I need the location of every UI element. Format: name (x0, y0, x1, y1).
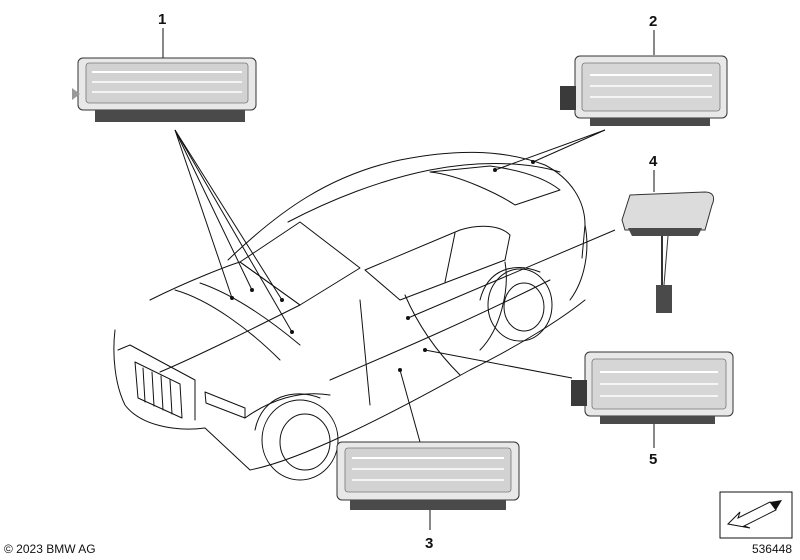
car-outline (113, 151, 588, 481)
diagram-reference-number: 536448 (751, 542, 792, 556)
view-orientation-arrow-icon (719, 491, 793, 539)
callout-2: 2 (649, 13, 657, 30)
rectangular-door-light-icon (336, 441, 520, 510)
callout-1: 1 (158, 11, 166, 28)
callout-5: 5 (649, 451, 657, 468)
reference-dots (230, 160, 535, 372)
rectangular-light-with-connector-icon (571, 351, 734, 424)
copyright-notice: © 2023 BMW AG (4, 542, 96, 556)
rectangular-light-with-connector-icon (560, 55, 728, 126)
leader-lines (162, 28, 655, 530)
callout-3: 3 (425, 535, 433, 552)
rectangular-interior-light-icon (72, 57, 257, 122)
callout-4: 4 (649, 153, 658, 170)
angled-light-with-cable-icon (621, 191, 715, 313)
